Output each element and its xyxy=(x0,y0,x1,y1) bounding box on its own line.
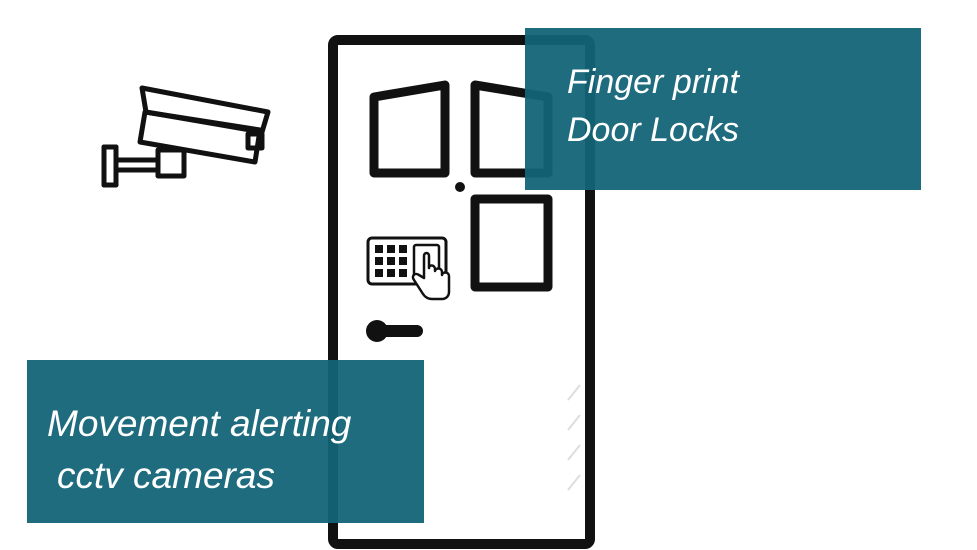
fingerprint-door-locks-callout: Finger print Door Locks xyxy=(525,28,921,190)
callout-line-1: Movement alerting xyxy=(47,403,352,444)
door-handle-icon xyxy=(366,320,423,342)
callout-line-2: cctv cameras xyxy=(57,455,275,496)
callout-line-2: Door Locks xyxy=(567,111,739,149)
fingerprint-keypad-icon xyxy=(366,236,451,301)
callout-line-1: Finger print xyxy=(567,63,739,101)
cctv-cameras-callout: Movement alerting cctv cameras xyxy=(27,360,424,523)
cctv-camera-icon xyxy=(101,85,271,188)
